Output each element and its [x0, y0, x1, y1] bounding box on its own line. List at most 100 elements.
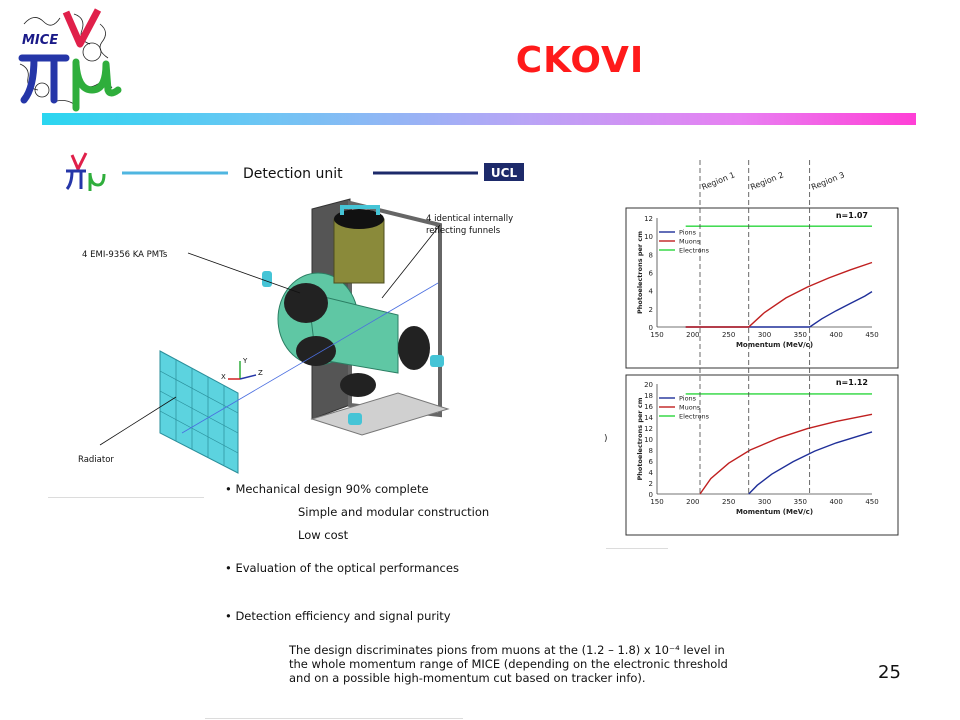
chart-1-xtick-label: 300: [758, 498, 771, 506]
chart-1-ytick-label: 4: [649, 469, 654, 477]
chart-0-xtick-label: 200: [686, 331, 699, 339]
summary-bottom-rule: [205, 718, 463, 719]
ucl-badge-text: UCL: [491, 166, 518, 180]
bullet-detection-efficiency: • Detection efficiency and signal purity: [225, 609, 451, 623]
detection-unit-title: Detection unit: [243, 166, 343, 182]
chart-0-xtick-label: 150: [650, 331, 663, 339]
pmt-window-2: [296, 336, 336, 366]
logo-nu-glyph: [62, 8, 102, 48]
axis-x-label: X: [221, 373, 226, 381]
chart-1-legend-label: Pions: [679, 395, 697, 403]
summary-line-3: and on a possible high-momentum cut base…: [289, 671, 646, 685]
pmt-window-4: [398, 326, 430, 370]
top-funnel-handle: [340, 205, 380, 215]
label-funnels-2: reflecting funnels: [426, 226, 501, 236]
chart-0-ytick-label: 8: [649, 251, 653, 259]
chart-1-ytick-label: 20: [644, 381, 653, 389]
title-gradient-bar: [42, 113, 916, 125]
bullet-sub-modular: Simple and modular construction: [298, 505, 490, 519]
chart-1-ytick-label: 14: [644, 414, 653, 422]
chart-1-ytick-label: 6: [649, 458, 654, 466]
chart-1-ytick-label: 18: [644, 392, 653, 400]
chart-0-ytick-label: 0: [649, 324, 653, 332]
chart-1-series-muons: [699, 413, 873, 495]
chart-1-xtick-label: 450: [865, 498, 878, 506]
summary-line-2: the whole momentum range of MICE (depend…: [289, 657, 728, 671]
ucl-badge: [484, 163, 524, 181]
base-plate: [310, 392, 450, 436]
chart-0-xtick-label: 400: [829, 331, 842, 339]
chart-1-xtick-label: 150: [650, 498, 663, 506]
mice-logo: MICE: [18, 8, 122, 112]
region-label: Region 3: [810, 170, 846, 191]
axis-y-label: Y: [242, 357, 248, 365]
beam-line: [181, 282, 439, 434]
logo-mice-text: MICE: [22, 33, 58, 48]
chart-0-legend-label: Electrons: [679, 247, 710, 255]
slide-title: CKOVI: [515, 40, 645, 81]
page-number: 25: [878, 662, 901, 683]
panel-header-logo: [65, 152, 106, 191]
panel-bottom-rule: [48, 497, 204, 498]
chart-1-ytick-label: 16: [644, 403, 653, 411]
pmt-window-1: [284, 283, 328, 323]
top-funnel-rim: [334, 209, 384, 229]
chart-0-legend-label: Pions: [679, 229, 697, 237]
chart-1-frame: [625, 374, 899, 536]
stray-paren: ): [604, 434, 608, 444]
region-label: Region 1: [700, 170, 736, 191]
label-pmts: 4 EMI-9356 KA PMTs: [82, 250, 168, 260]
axis-z-line: [239, 374, 257, 380]
bullet-sub-low-cost: Low cost: [298, 528, 349, 542]
chart-1-legend-label: Electrons: [679, 413, 710, 421]
chart-1-xlabel: Momentum (MeV/c): [736, 508, 813, 516]
bullet-mechanical-design: • Mechanical design 90% complete: [225, 482, 429, 496]
summary-line-1: The design discriminates pions from muon…: [289, 643, 725, 657]
chart-1-series-pions: [748, 431, 873, 495]
pmt-cap-bottom: [348, 413, 362, 425]
chart-1-ytick-label: 2: [649, 480, 653, 488]
chart-0-title: n=1.07: [836, 211, 868, 220]
logo-pi-glyph: [18, 54, 70, 104]
chart-0-xlabel: Momentum (MeV/c): [736, 341, 813, 349]
chart-1-ytick-label: 0: [649, 491, 653, 499]
chart-1-xtick-label: 250: [722, 498, 735, 506]
chart-0-xtick-label: 300: [758, 331, 771, 339]
radiator-grid: [159, 359, 239, 465]
logo-mu-glyph: [72, 58, 122, 112]
chart-1-xtick-label: 200: [686, 498, 699, 506]
chart-1-legend-label: Muons: [679, 404, 701, 412]
chart-0-ytick-label: 6: [649, 270, 654, 278]
chart-0-ytick-label: 10: [644, 233, 653, 241]
bullet-optical-performance: • Evaluation of the optical performances: [225, 561, 459, 575]
chart-0-xtick-label: 450: [865, 331, 878, 339]
label-radiator: Radiator: [78, 455, 114, 465]
chart-1-ytick-label: 12: [644, 425, 653, 433]
chart-1-title: n=1.12: [836, 378, 868, 387]
chart-0-ytick-label: 2: [649, 306, 653, 314]
leader-radiator: [99, 396, 177, 446]
detector-drawing: Detection unit UCL: [65, 152, 524, 474]
summary-text: The design discriminates pions from muon…: [289, 643, 764, 685]
chart-1-ytick-label: 8: [649, 447, 653, 455]
chart-1-xtick-label: 400: [829, 498, 842, 506]
chart-1-xtick-label: 350: [794, 498, 807, 506]
chart-1-ylabel: Photoelectrons per cm: [636, 397, 644, 480]
chart-0-series-pions: [685, 291, 873, 328]
pmt-cap-right: [430, 355, 444, 367]
chart-0-xtick-label: 250: [722, 331, 735, 339]
chart-0-ylabel: Photoelectrons per cm: [636, 231, 644, 314]
detector-panel: Detection unit UCL: [48, 143, 603, 498]
chart-1-ytick-label: 10: [644, 436, 653, 444]
pmt-window-3: [340, 373, 376, 397]
axis-z-label: Z: [258, 369, 263, 377]
pmt-cap-left: [262, 271, 272, 287]
top-funnel: [333, 218, 385, 284]
leader-pmts: [187, 252, 301, 294]
leader-funnels: [381, 224, 441, 299]
chart-0-ytick-label: 12: [644, 215, 653, 223]
chart-0-series-muons: [685, 261, 873, 328]
chart-0-frame: [625, 207, 899, 369]
label-funnels-1: 4 identical internally: [426, 214, 513, 224]
